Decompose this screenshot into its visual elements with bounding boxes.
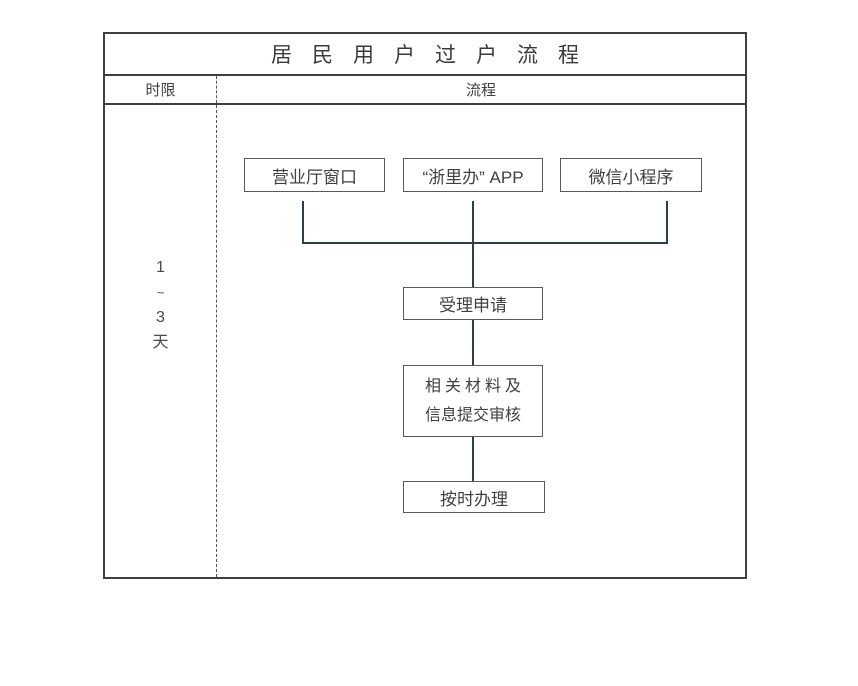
flow-box-materials-review: 相关材料及 信息提交审核	[403, 365, 543, 437]
flow-box-service-hall-window: 营业厅窗口	[244, 158, 385, 192]
table-header-row: 时限 流程	[105, 76, 745, 105]
flow-box-label: 按时办理	[440, 489, 508, 509]
flow-box-accept-application: 受理申请	[403, 287, 543, 320]
flow-box-label-line1: 相关材料及	[424, 378, 525, 395]
connector-accept-to-materials	[472, 320, 474, 365]
header-cell-time-limit: 时限	[105, 76, 217, 103]
table-title-row: 居民用户过户流程	[105, 34, 745, 76]
time-limit-char: 3	[156, 309, 165, 326]
table-body-row: 1 ~ 3 天 营业厅窗口 “浙里办” APP 微信小程序	[105, 105, 745, 577]
flow-box-handle-on-time: 按时办理	[403, 481, 545, 513]
connector-line-right	[666, 201, 668, 244]
time-limit-char: ~	[156, 285, 165, 300]
process-table: 居民用户过户流程 时限 流程 1 ~ 3 天 营业厅窗口	[103, 32, 747, 579]
time-limit-value: 1 ~ 3 天	[105, 255, 216, 355]
connector-merge-line	[302, 242, 668, 244]
process-header-label: 流程	[465, 82, 496, 99]
connector-materials-to-handle	[472, 437, 474, 481]
time-limit-cell: 1 ~ 3 天	[105, 105, 217, 577]
time-limit-header-label: 时限	[145, 82, 176, 99]
flow-box-label: 营业厅窗口	[272, 167, 357, 187]
flow-box-zheliban-app: “浙里办” APP	[403, 158, 543, 192]
flow-box-label: 微信小程序	[588, 167, 674, 187]
process-flow-cell: 营业厅窗口 “浙里办” APP 微信小程序 受理申请 相关材料及	[217, 105, 745, 577]
flow-box-label: 受理申请	[439, 296, 507, 315]
flow-box-label-line2: 信息提交审核	[424, 407, 521, 424]
page-title: 居民用户过户流程	[271, 44, 599, 67]
time-limit-char: 1	[156, 259, 165, 276]
connector-line-middle	[472, 201, 474, 287]
time-limit-char: 天	[152, 334, 169, 351]
flow-box-label: “浙里办” APP	[422, 167, 524, 187]
header-cell-process: 流程	[217, 76, 745, 103]
flow-box-wechat-mini-program: 微信小程序	[560, 158, 702, 192]
connector-line-left	[302, 201, 304, 244]
